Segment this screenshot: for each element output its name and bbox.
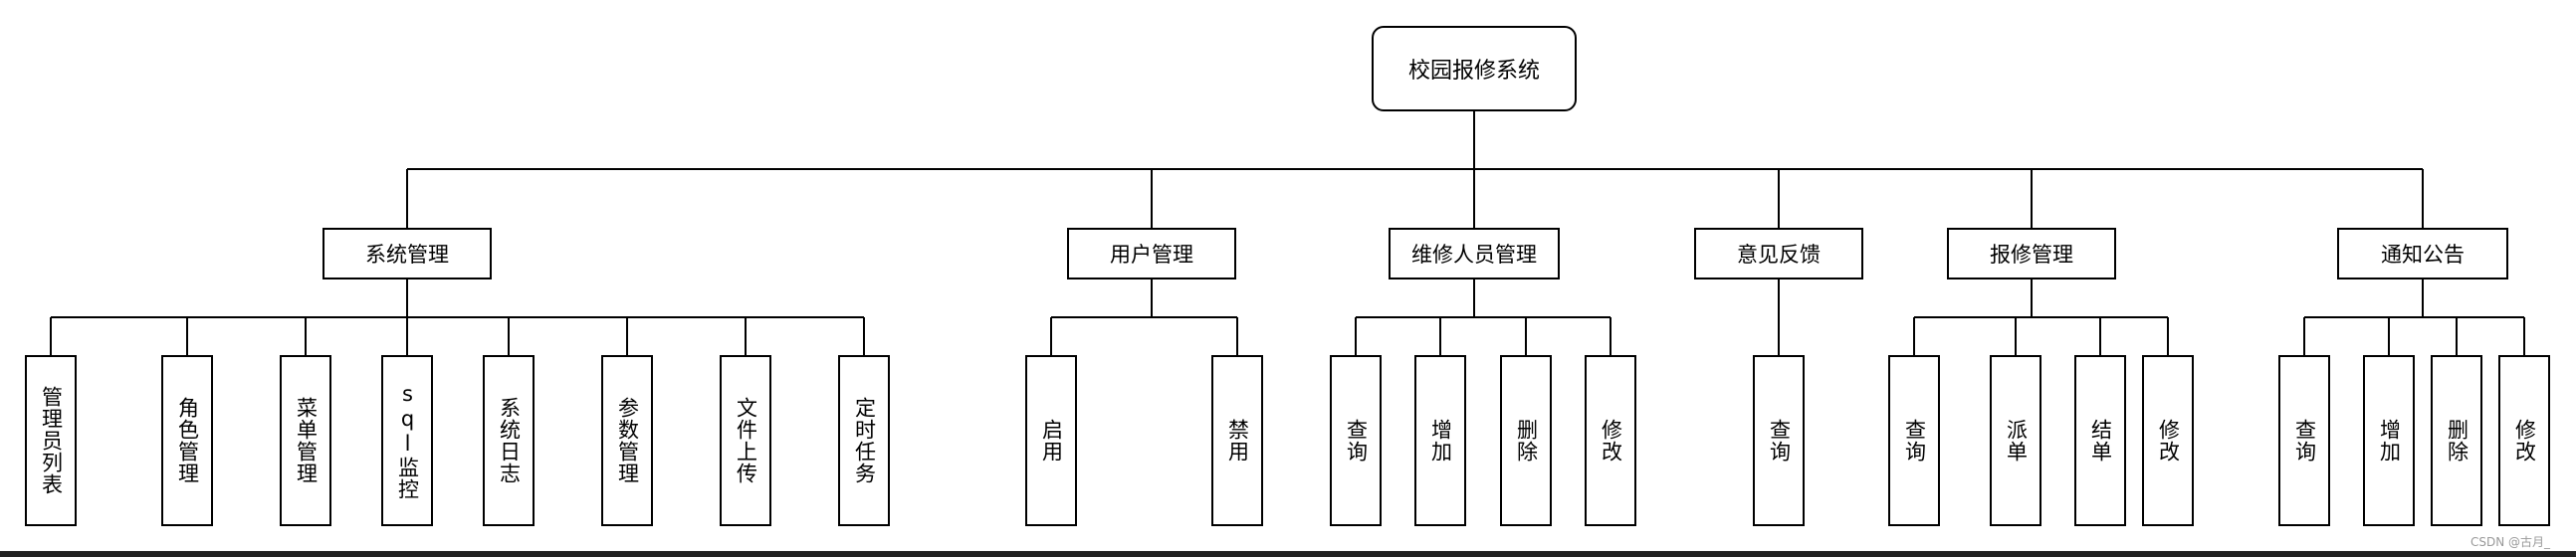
- leaf-node: 启用: [1025, 355, 1077, 526]
- leaf-node: 查询: [2278, 355, 2330, 526]
- root-node: 校园报修系统: [1372, 26, 1577, 111]
- module-node-repair: 报修管理: [1947, 228, 2116, 279]
- leaf-node: 派单: [1990, 355, 2041, 526]
- leaf-node: 查询: [1753, 355, 1805, 526]
- leaf-node: 修改: [2142, 355, 2194, 526]
- watermark: CSDN @古月_: [2469, 535, 2550, 549]
- leaf-node: 增加: [2363, 355, 2415, 526]
- leaf-node: 修改: [1585, 355, 1636, 526]
- module-node-feedback: 意见反馈: [1694, 228, 1863, 279]
- leaf-node: 增加: [1414, 355, 1466, 526]
- leaf-node: 删除: [1500, 355, 1552, 526]
- leaf-node: 定时任务: [838, 355, 890, 526]
- module-node-system: 系统管理: [322, 228, 492, 279]
- leaf-node: 结单: [2074, 355, 2126, 526]
- leaf-node: 参数管理: [601, 355, 653, 526]
- leaf-node: 禁用: [1211, 355, 1263, 526]
- leaf-node: 菜单管理: [280, 355, 331, 526]
- leaf-node: sql监控: [381, 355, 433, 526]
- leaf-node: 查询: [1330, 355, 1382, 526]
- module-node-notice: 通知公告: [2337, 228, 2508, 279]
- module-node-repairer: 维修人员管理: [1389, 228, 1560, 279]
- leaf-node: 系统日志: [483, 355, 535, 526]
- module-node-user: 用户管理: [1067, 228, 1236, 279]
- bottom-border: [0, 551, 2576, 557]
- leaf-node: 文件上传: [720, 355, 771, 526]
- leaf-node: 管理员列表: [25, 355, 77, 526]
- leaf-node: 修改: [2498, 355, 2550, 526]
- leaf-node: 删除: [2431, 355, 2482, 526]
- leaf-node: 查询: [1888, 355, 1940, 526]
- leaf-node: 角色管理: [161, 355, 213, 526]
